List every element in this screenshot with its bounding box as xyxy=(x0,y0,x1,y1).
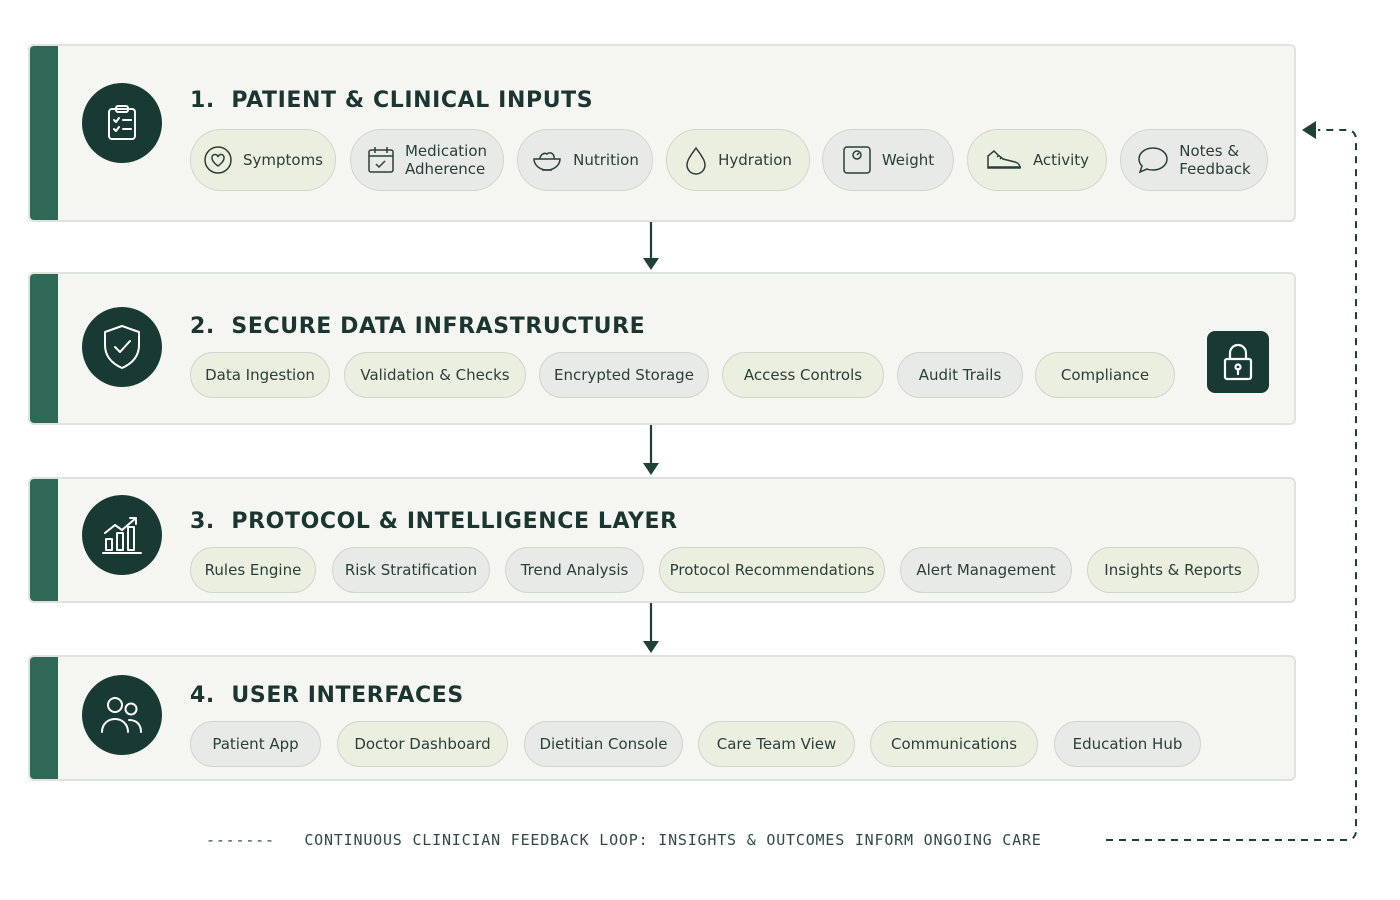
pill-doctor-dashboard: Doctor Dashboard xyxy=(337,721,508,767)
layer-title: 1. PATIENT & CLINICAL INPUTS xyxy=(190,88,594,113)
pill-audit-trails: Audit Trails xyxy=(897,352,1023,398)
pill-protocol-recommendations: Protocol Recommendations xyxy=(659,547,885,593)
calendar-check-icon xyxy=(367,145,395,175)
flow-arrow xyxy=(643,603,659,653)
layer-panel-inputs: 1. PATIENT & CLINICAL INPUTS Symptoms Me… xyxy=(28,44,1296,222)
accent-bar xyxy=(30,657,58,779)
pill-medication-adherence: Medication Adherence xyxy=(350,129,504,191)
scale-icon xyxy=(842,145,872,175)
layer-title: 4. USER INTERFACES xyxy=(190,683,464,708)
pill-validation-checks: Validation & Checks xyxy=(344,352,526,398)
pill-education-hub: Education Hub xyxy=(1054,721,1201,767)
pill-data-ingestion: Data Ingestion xyxy=(190,352,330,398)
pill-rules-engine: Rules Engine xyxy=(190,547,316,593)
shoe-icon xyxy=(985,148,1023,172)
layer-title: 2. SECURE DATA INFRASTRUCTURE xyxy=(190,314,646,339)
pill-dietitian-console: Dietitian Console xyxy=(524,721,683,767)
layer-title: 3. PROTOCOL & INTELLIGENCE LAYER xyxy=(190,509,678,534)
accent-bar xyxy=(30,479,58,601)
pill-trend-analysis: Trend Analysis xyxy=(505,547,644,593)
clipboard-icon xyxy=(82,83,162,163)
growth-chart-icon xyxy=(82,495,162,575)
pill-alert-management: Alert Management xyxy=(900,547,1072,593)
pill-encrypted-storage: Encrypted Storage xyxy=(539,352,709,398)
users-icon xyxy=(82,675,162,755)
flow-arrow xyxy=(643,425,659,475)
pill-notes-feedback: Notes & Feedback xyxy=(1120,129,1268,191)
pill-access-controls: Access Controls xyxy=(722,352,884,398)
heart-icon xyxy=(203,145,233,175)
accent-bar xyxy=(30,46,58,220)
feedback-loop-label: ------- CONTINUOUS CLINICIAN FEEDBACK LO… xyxy=(206,831,1042,849)
droplet-icon xyxy=(684,145,708,175)
pill-risk-stratification: Risk Stratification xyxy=(332,547,490,593)
speech-bubble-icon xyxy=(1137,145,1169,175)
pill-patient-app: Patient App xyxy=(190,721,321,767)
bowl-icon xyxy=(531,146,563,174)
pill-care-team-view: Care Team View xyxy=(698,721,855,767)
pill-symptoms: Symptoms xyxy=(190,129,336,191)
shield-check-icon xyxy=(82,307,162,387)
pill-hydration: Hydration xyxy=(666,129,810,191)
pill-nutrition: Nutrition xyxy=(517,129,653,191)
layer-panel-intelligence: 3. PROTOCOL & INTELLIGENCE LAYER Rules E… xyxy=(28,477,1296,603)
pill-weight: Weight xyxy=(822,129,954,191)
pill-activity: Activity xyxy=(967,129,1107,191)
pill-compliance: Compliance xyxy=(1035,352,1175,398)
padlock-icon xyxy=(1207,331,1269,393)
pill-insights-reports: Insights & Reports xyxy=(1087,547,1259,593)
layer-panel-infrastructure: 2. SECURE DATA INFRASTRUCTURE Data Inges… xyxy=(28,272,1296,425)
pill-communications: Communications xyxy=(870,721,1038,767)
flow-arrow xyxy=(643,222,659,270)
accent-bar xyxy=(30,274,58,423)
layer-panel-interfaces: 4. USER INTERFACES Patient App Doctor Da… xyxy=(28,655,1296,781)
